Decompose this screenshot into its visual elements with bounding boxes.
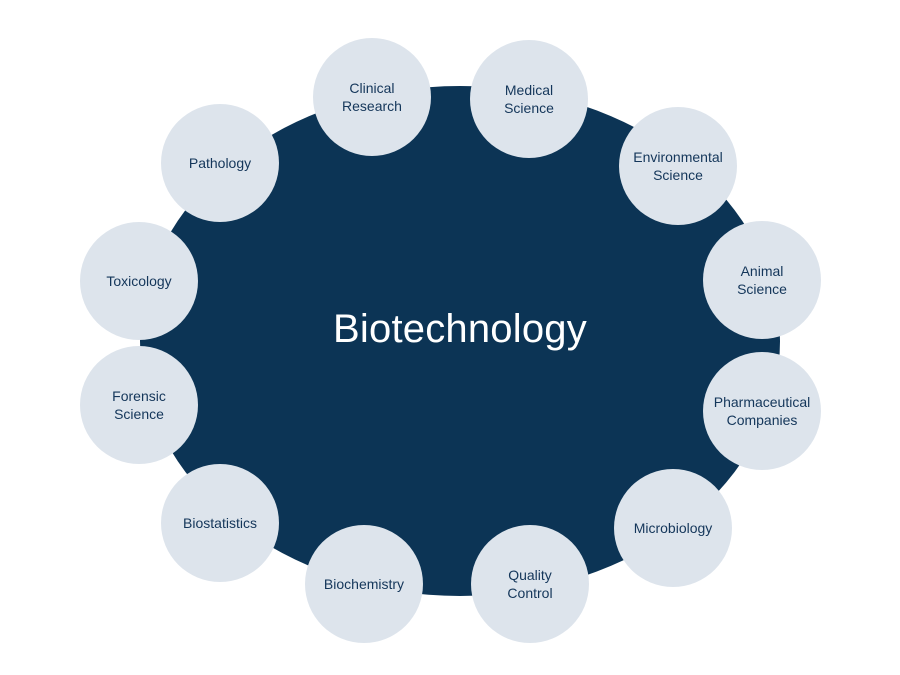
field-label: Toxicology bbox=[106, 273, 172, 289]
field-node-animal-science: Animal Science bbox=[703, 221, 821, 339]
field-label: Microbiology bbox=[633, 520, 713, 536]
field-label: Biochemistry bbox=[323, 576, 405, 592]
field-node-forensic-science: Forensic Science bbox=[80, 346, 198, 464]
field-label: Medical Science bbox=[504, 82, 554, 116]
center-label: Biotechnology bbox=[333, 307, 587, 351]
field-node-toxicology: Toxicology bbox=[80, 222, 198, 340]
field-node-quality-control: Quality Control bbox=[471, 525, 589, 643]
field-node-biostatistics: Biostatistics bbox=[161, 464, 279, 582]
field-label: Clinical Research bbox=[342, 80, 402, 114]
field-label: Pharmaceutical Companies bbox=[713, 394, 811, 428]
field-node-microbiology: Microbiology bbox=[614, 469, 732, 587]
field-node-environmental-science: Environmental Science bbox=[619, 107, 737, 225]
field-label: Forensic Science bbox=[112, 388, 166, 422]
field-node-medical-science: Medical Science bbox=[470, 40, 588, 158]
field-node-pharmaceutical-companies: Pharmaceutical Companies bbox=[703, 352, 821, 470]
field-node-pathology: Pathology bbox=[161, 104, 279, 222]
field-node-clinical-research: Clinical Research bbox=[313, 38, 431, 156]
field-label: Quality Control bbox=[507, 567, 553, 601]
field-label: Pathology bbox=[188, 155, 252, 171]
field-node-biochemistry: Biochemistry bbox=[305, 525, 423, 643]
field-label: Environmental Science bbox=[633, 149, 723, 183]
field-label: Biostatistics bbox=[183, 515, 257, 531]
field-label: Animal Science bbox=[737, 263, 787, 297]
